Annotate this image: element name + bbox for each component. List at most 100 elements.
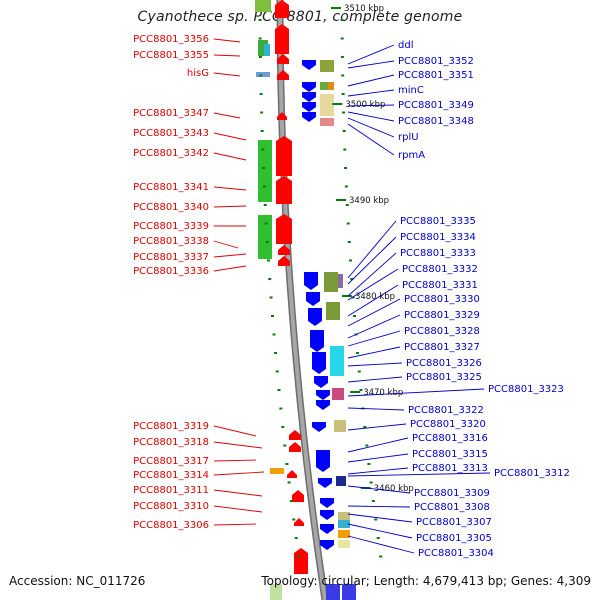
leader-line [213, 240, 239, 249]
gene-label[interactable]: hisG [187, 68, 209, 79]
tick-dot-right [348, 259, 352, 262]
leader-line [347, 485, 411, 494]
gene-label[interactable]: PCC8801_3320 [410, 419, 486, 430]
leader-line [347, 44, 395, 65]
leader-line [347, 236, 397, 285]
gene-label[interactable]: PCC8801_3317 [133, 456, 209, 467]
gene-label[interactable]: PCC8801_3349 [398, 100, 474, 111]
gene-label[interactable]: PCC8801_3314 [133, 470, 209, 481]
gene-label[interactable]: PCC8801_3342 [133, 148, 209, 159]
leader-line [213, 441, 263, 449]
gene-label[interactable]: PCC8801_3316 [412, 433, 488, 444]
gene-label[interactable]: PCC8801_3310 [133, 501, 209, 512]
gene-label[interactable]: ddl [398, 40, 413, 51]
gene-label[interactable]: PCC8801_3307 [416, 517, 492, 528]
gene-label[interactable]: PCC8801_3341 [133, 182, 209, 193]
feature-block [270, 584, 282, 600]
gene-label[interactable]: PCC8801_3335 [400, 216, 476, 227]
tick-dot-left [294, 537, 298, 539]
leader-line [213, 489, 263, 497]
gene-label[interactable]: PCC8801_3311 [133, 485, 209, 496]
leader-line [347, 111, 395, 122]
gene-label[interactable]: PCC8801_3332 [402, 264, 478, 275]
tick-dot-left [274, 352, 278, 354]
gene-label[interactable]: PCC8801_3339 [133, 221, 209, 232]
gene-label[interactable]: PCC8801_3306 [133, 520, 209, 531]
gene-label[interactable]: PCC8801_3347 [133, 108, 209, 119]
tick-dot-left [275, 370, 279, 373]
tick-dot-right [344, 167, 348, 169]
gene-label[interactable]: PCC8801_3315 [412, 449, 488, 460]
gene-label[interactable]: PCC8801_3356 [133, 34, 209, 45]
gene-label[interactable]: rplU [398, 132, 419, 143]
gene-label[interactable]: PCC8801_3326 [406, 358, 482, 369]
gene-label[interactable]: PCC8801_3329 [404, 310, 480, 321]
tick-dot-left [259, 93, 263, 95]
gene-label[interactable]: rpmA [398, 150, 425, 161]
leader-line [347, 423, 407, 431]
gene-label[interactable]: PCC8801_3333 [400, 248, 476, 259]
gene-label[interactable]: PCC8801_3308 [414, 502, 490, 513]
gene-label[interactable]: PCC8801_3337 [133, 252, 209, 263]
gene-label[interactable]: PCC8801_3309 [414, 488, 490, 499]
tick-dot-right [341, 93, 345, 95]
feature-block [320, 60, 334, 72]
gene-label[interactable]: PCC8801_3313 [412, 463, 488, 474]
gene-label[interactable]: PCC8801_3312 [494, 468, 570, 479]
gene-label[interactable]: PCC8801_3327 [404, 342, 480, 353]
gene-label[interactable]: PCC8801_3305 [416, 533, 492, 544]
gene-label[interactable]: minC [398, 85, 424, 96]
gene-label[interactable]: PCC8801_3331 [402, 280, 478, 291]
tick-major [341, 295, 352, 297]
leader-line [213, 471, 265, 476]
reverse-gene [318, 478, 332, 488]
feature-block [255, 0, 271, 12]
tick-dot-right [342, 130, 346, 132]
reverse-gene [320, 540, 334, 550]
leader-line [213, 38, 241, 43]
reverse-gene [312, 422, 326, 432]
gene-label[interactable]: PCC8801_3340 [133, 202, 209, 213]
tick-dot-left [262, 167, 266, 169]
gene-label[interactable]: PCC8801_3352 [398, 56, 474, 67]
tick-dot-left [270, 315, 274, 317]
tick-dot-left [260, 111, 264, 114]
gene-label[interactable]: PCC8801_3325 [406, 372, 482, 383]
gene-label[interactable]: PCC8801_3343 [133, 128, 209, 139]
leader-line [213, 72, 241, 77]
gene-label[interactable]: PCC8801_3334 [400, 232, 476, 243]
gene-label[interactable]: PCC8801_3330 [404, 294, 480, 305]
feature-tracks [255, 0, 356, 600]
leader-line [347, 314, 401, 339]
tick-dot-right [341, 74, 345, 77]
forward-gene [275, 24, 289, 54]
gene-label[interactable]: PCC8801_3348 [398, 116, 474, 127]
tick-dot-right [363, 426, 367, 428]
tick-dot-left [283, 444, 287, 447]
gene-label[interactable]: PCC8801_3355 [133, 50, 209, 61]
reverse-gene [316, 450, 330, 472]
forward-gene [275, 0, 289, 18]
tick-dot-left [279, 407, 283, 410]
leader-line [347, 117, 395, 138]
gene-label[interactable]: PCC8801_3304 [418, 548, 494, 559]
gene-label[interactable]: PCC8801_3351 [398, 70, 474, 81]
gene-label[interactable]: PCC8801_3323 [488, 384, 564, 395]
tick-dot-right [350, 278, 354, 280]
forward-gene [276, 176, 292, 204]
leader-line [347, 74, 395, 87]
gene-label[interactable]: PCC8801_3319 [133, 421, 209, 432]
gene-label[interactable]: PCC8801_3318 [133, 437, 209, 448]
leader-line [213, 152, 247, 161]
gene-label[interactable]: PCC8801_3336 [133, 266, 209, 277]
gene-label[interactable]: PCC8801_3338 [133, 236, 209, 247]
leader-line [347, 535, 415, 554]
tick-label: 3490 kbp [349, 196, 389, 206]
gene-label[interactable]: PCC8801_3322 [408, 405, 484, 416]
tick-dot-right [369, 481, 373, 484]
tick-dot-right [340, 37, 344, 40]
leader-line [347, 472, 491, 477]
gene-label[interactable]: PCC8801_3328 [404, 326, 480, 337]
